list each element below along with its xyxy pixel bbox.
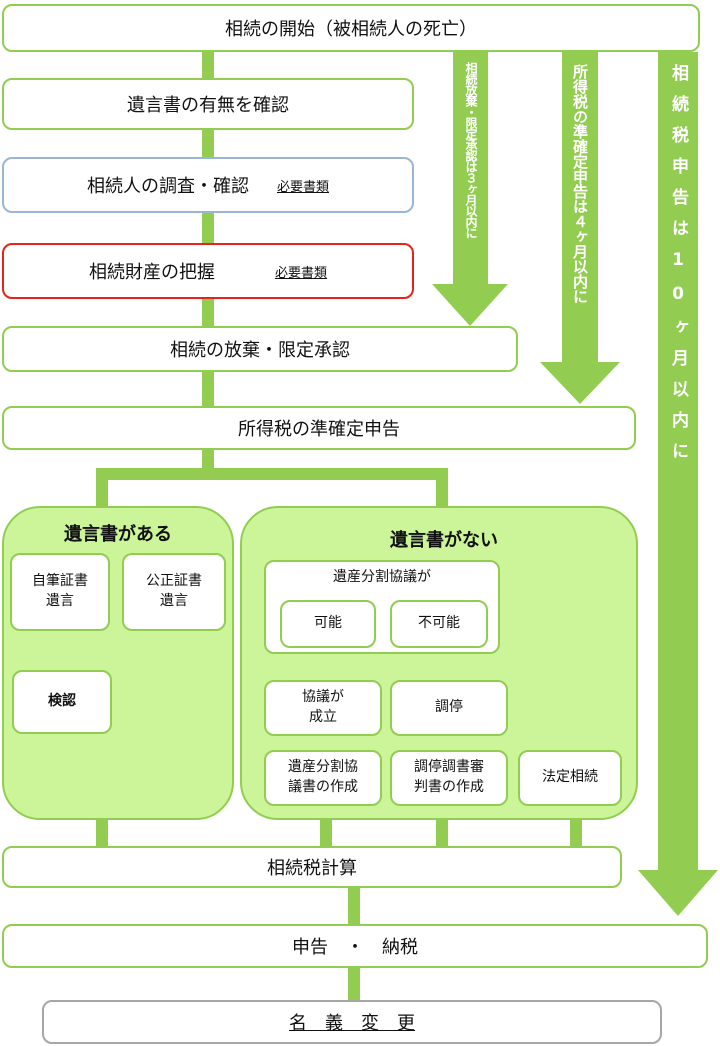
trunk-line [348,966,360,1000]
step-renounce-label: 相続の放棄・限定承認 [170,340,350,361]
probate-box: 検認 [12,670,112,734]
step-title-change[interactable]: 名 義 変 更 [42,1000,662,1044]
step-asset-grasp-label: 相続財産の把握 [88,262,215,283]
panel-exit-line [96,820,108,846]
step-asset-grasp: 相続財産の把握 必要書類 [2,243,414,299]
possible-box: 可能 [280,600,376,648]
trunk-line [202,298,214,326]
step-will-check: 遺言書の有無を確認 [2,78,414,130]
deadline-4-label: 所得税の準確定申告は４ヶ月以内に [571,64,589,304]
agreed-box: 協議が 成立 [264,680,382,736]
mediation-doc-box: 調停調書審 判書の作成 [390,750,508,806]
trunk-line [202,52,214,80]
step-start: 相続の開始（被相続人の死亡） [2,4,700,52]
step-income-tax: 所得税の準確定申告 [2,406,636,450]
deadline-10-label: 相続税申告は10ヶ月以内に [668,64,688,473]
step-will-check-label: 遺言書の有無を確認 [127,95,289,116]
legal-inheritance-box: 法定相続 [518,750,622,806]
deadline-arrow-4 [540,52,620,404]
without-will-title: 遺言書がない [390,530,498,551]
step-heir-survey: 相続人の調査・確認 必要書類 [2,157,414,213]
step-income-tax-label: 所得税の準確定申告 [238,419,400,440]
split-line [96,468,448,480]
split-line [96,468,108,506]
step-filing: 申告 ・ 納税 [2,924,708,968]
split-line [436,468,448,506]
notarial-will-box: 公正証書 遺言 [122,553,226,631]
impossible-box: 不可能 [390,600,488,648]
asset-docs-link[interactable]: 必要書類 [274,265,327,281]
trunk-line [202,212,214,244]
mediation-box: 調停 [390,680,508,736]
trunk-line [202,372,214,406]
agreement-doc-box: 遺産分割協 議書の作成 [264,750,382,806]
step-start-label: 相続の開始（被相続人の死亡） [225,19,477,40]
step-filing-label: 申告 ・ 納税 [292,937,418,958]
trunk-line [348,888,360,924]
with-will-title: 遺言書がある [64,524,172,545]
heir-docs-link[interactable]: 必要書類 [276,179,329,195]
holographic-will-box: 自筆証書 遺言 [10,553,110,631]
deadline-arrow-10 [638,52,718,916]
deadline-3-label: 相続放棄・限定承認は３ヶ月以内に [464,62,478,238]
step-heir-survey-label: 相続人の調査・確認 [86,176,249,197]
step-tax-calc: 相続税計算 [2,846,622,888]
trunk-line [202,128,214,158]
deadline-arrow-3 [432,52,508,326]
step-renounce: 相続の放棄・限定承認 [2,326,518,372]
step-tax-calc-label: 相続税計算 [267,858,357,879]
step-title-change-label[interactable]: 名 義 変 更 [289,1013,415,1034]
agreement-title: 遺産分割協議が [333,569,431,585]
